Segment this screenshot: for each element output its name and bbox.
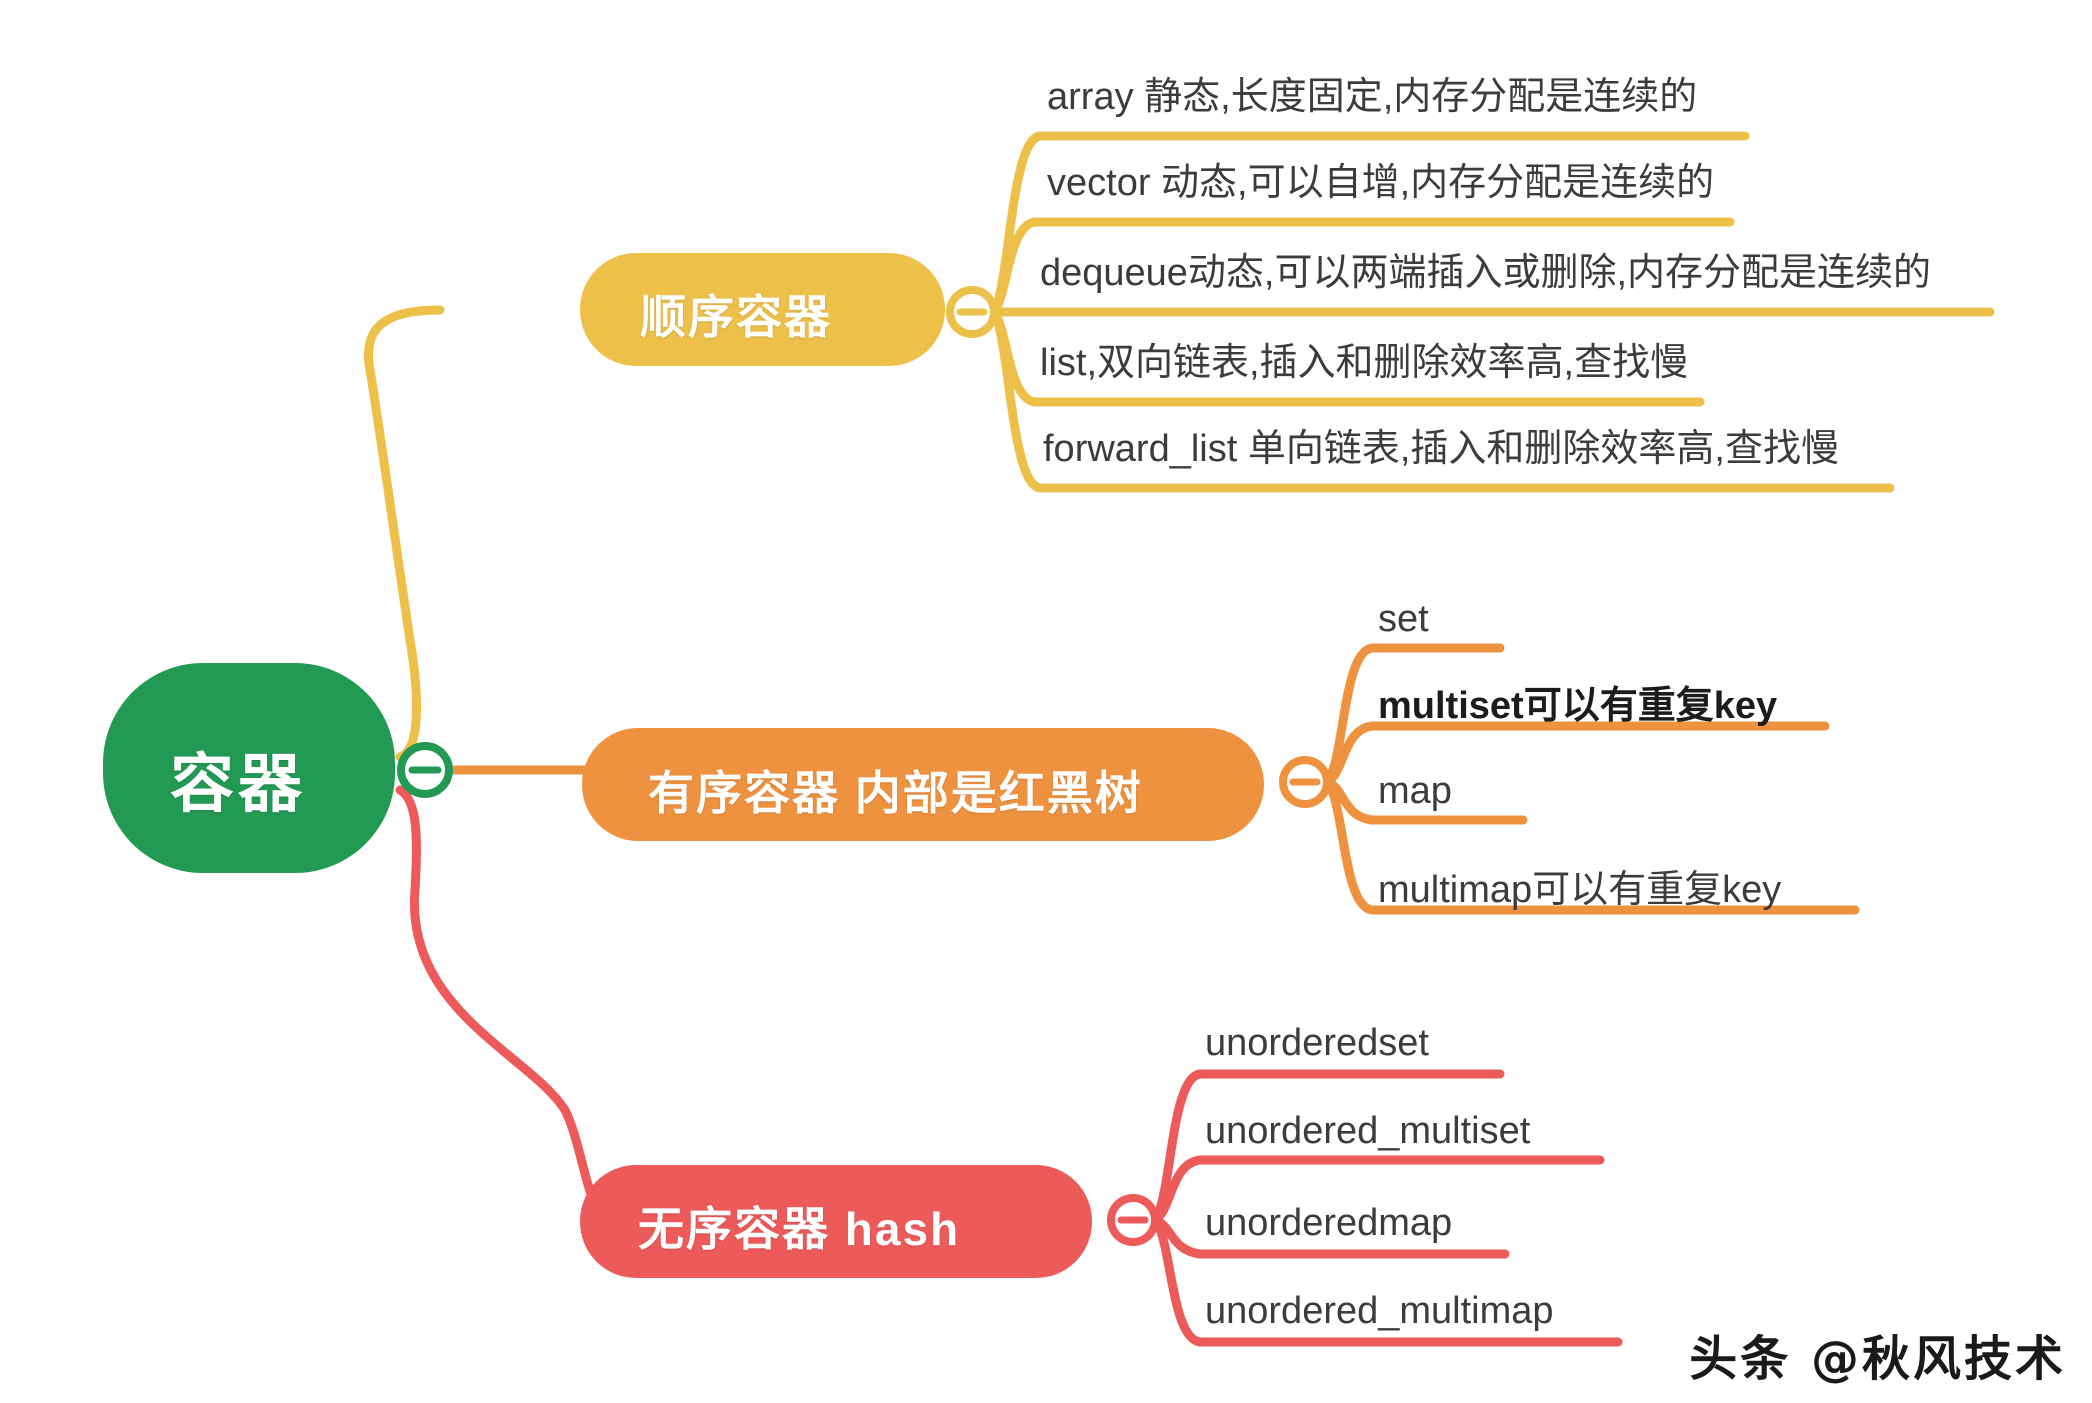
leaf-sequential-5[interactable]: forward_list 单向链表,插入和删除效率高,查找慢	[1043, 428, 1839, 470]
leaf-sequential-2[interactable]: vector 动态,可以自增,内存分配是连续的	[1047, 162, 1715, 204]
leaf-ordered-2[interactable]: multiset可以有重复key	[1378, 685, 1778, 727]
node-branch-unordered[interactable]	[580, 1165, 1092, 1278]
leaf-sequential-4[interactable]: list,双向链表,插入和删除效率高,查找慢	[1040, 342, 1689, 384]
leaf-ordered-1[interactable]: set	[1378, 598, 1429, 640]
connector-sequential-child-5	[985, 307, 1895, 493]
leaf-unordered-1[interactable]: unorderedset	[1205, 1022, 1429, 1064]
watermark: 头条 @秋风技术	[1689, 1331, 2066, 1387]
leaf-unordered-2[interactable]: unordered_multiset	[1205, 1110, 1531, 1152]
connector-root-to-sequential	[364, 305, 445, 762]
connector-root-to-unordered	[395, 785, 605, 1220]
leaf-ordered-3[interactable]: map	[1378, 770, 1452, 812]
leaf-unordered-4[interactable]: unordered_multimap	[1205, 1290, 1554, 1332]
node-branch-ordered[interactable]	[582, 728, 1264, 841]
node-root[interactable]	[103, 663, 395, 873]
node-root-label: 容器	[170, 748, 306, 820]
leaf-ordered-4[interactable]: multimap可以有重复key	[1378, 869, 1782, 911]
leaf-sequential-1[interactable]: array 静态,长度固定,内存分配是连续的	[1047, 76, 1698, 118]
node-branch-sequential[interactable]	[580, 253, 945, 366]
connector-ordered-child-4	[1318, 777, 1860, 915]
node-branch-ordered-label: 有序容器 内部是红黑树	[648, 767, 1143, 819]
node-branch-sequential-label: 顺序容器	[640, 291, 832, 343]
leaf-sequential-3[interactable]: dequeue动态,可以两端插入或删除,内存分配是连续的	[1040, 252, 1932, 294]
node-branch-unordered-label: 无序容器 hash	[638, 1203, 961, 1255]
leaf-unordered-3[interactable]: unorderedmap	[1205, 1202, 1453, 1244]
